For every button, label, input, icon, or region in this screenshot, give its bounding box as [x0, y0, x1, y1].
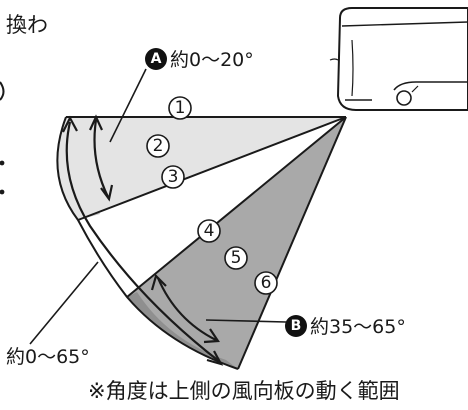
lower-sector-b — [127, 117, 346, 369]
badge-a-icon — [145, 48, 167, 70]
overall-angle-leader-line — [29, 261, 99, 345]
angle-a-arrowhead-bottom — [100, 184, 114, 202]
lower-sector-lower-line — [237, 116, 347, 370]
position-marker-number: 1 — [175, 98, 186, 118]
position-marker-4: 4 — [197, 219, 221, 243]
position-marker-3: 3 — [161, 165, 185, 189]
position-marker-number: 2 — [153, 136, 164, 156]
angle-a-arc-arrow — [93, 119, 109, 198]
badge-b-icon — [285, 315, 307, 337]
lower-outer-band — [127, 292, 238, 369]
position-marker-2: 2 — [146, 134, 170, 158]
position-marker-number: 5 — [231, 248, 242, 268]
position-marker-6: 6 — [254, 271, 278, 295]
angle-b-arrowhead-top — [150, 273, 167, 291]
angle-a-leader-line — [109, 68, 147, 143]
overall-arrowhead-bottom — [206, 350, 224, 366]
overall-arc-arrow — [65, 121, 221, 363]
angle-a-text: 約0〜20° — [170, 49, 254, 71]
angle-a-label: A 約0〜20° — [145, 48, 254, 71]
position-marker-number: 3 — [168, 167, 179, 187]
badge-b-letter: B — [291, 318, 302, 334]
partial-heading-text: 換わ — [6, 13, 48, 37]
overall-angle-text: 約0〜65° — [6, 346, 90, 368]
air-conditioner-icon — [329, 7, 468, 111]
angle-b-leader-line — [205, 319, 287, 323]
position-marker-5: 5 — [224, 246, 248, 270]
cutoff-dot-mark — [0, 160, 5, 166]
angle-a-arrowhead-top — [89, 114, 103, 131]
upper-sector-a — [57, 117, 346, 220]
cutoff-dot-mark — [0, 189, 5, 195]
badge-a-letter: A — [151, 51, 162, 67]
cutoff-paren-mark — [0, 81, 5, 101]
full-swing-arc — [56, 116, 239, 370]
range-caption: ※角度は上側の風向板の動く範囲 — [88, 379, 400, 403]
angle-b-arrowhead-bottom — [203, 328, 220, 344]
angle-b-label: B 約35〜65° — [285, 315, 406, 338]
position-marker-1: 1 — [168, 96, 192, 120]
position-marker-number: 4 — [204, 221, 215, 241]
overall-arrowhead-top — [62, 115, 78, 133]
angle-b-text: 約35〜65° — [310, 316, 406, 338]
upper-sector-boundary-line — [77, 116, 347, 221]
lower-sector-upper-line — [126, 116, 347, 298]
angle-b-arc-arrow — [156, 277, 217, 341]
position-marker-number: 6 — [261, 273, 272, 293]
